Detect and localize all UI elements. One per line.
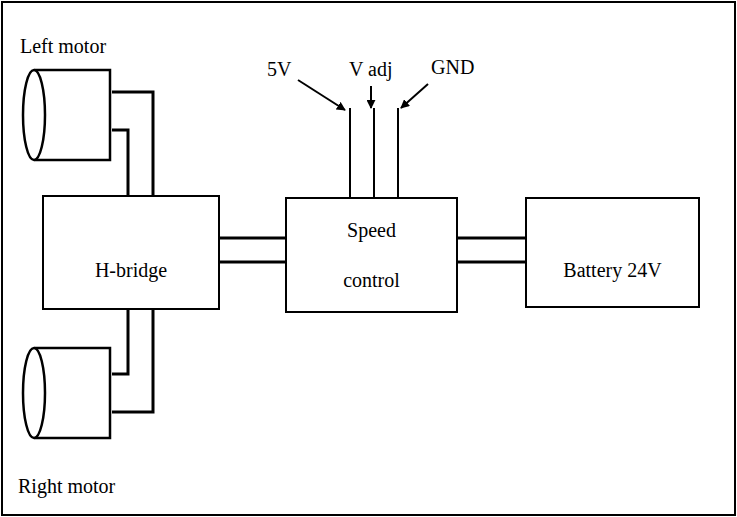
motor-symbol: Left motor — [22, 68, 112, 162]
label-wrap: 5V — [267, 57, 291, 81]
process-box: Battery 24V — [525, 197, 700, 308]
wire-connector — [112, 310, 128, 374]
signal-name: V adj — [349, 57, 393, 81]
signal-name: GND — [431, 55, 474, 79]
wire-connector — [458, 237, 525, 240]
box-label: Battery 24V — [563, 258, 661, 282]
motor-face — [23, 70, 45, 160]
motor-drawing — [22, 68, 112, 162]
motor-label: Left motor — [18, 34, 108, 58]
signal-wire — [397, 108, 399, 197]
box-label: H-bridge — [95, 258, 167, 282]
wire-connector — [112, 130, 128, 195]
signal-wire — [373, 108, 375, 197]
signal-arrow — [401, 84, 428, 108]
label-wrap: GND — [431, 55, 474, 79]
motor-symbol: Right motor — [22, 346, 112, 440]
process-box: Speed control — [285, 197, 458, 313]
box-label: Speed control — [343, 205, 400, 305]
wire-connector — [112, 310, 153, 412]
label-wrap: V adj — [349, 57, 393, 81]
signal-name: 5V — [267, 57, 291, 81]
motor-face — [23, 348, 45, 438]
motor-label: Right motor — [18, 474, 108, 498]
wire-connector — [112, 92, 153, 195]
signal-arrow — [298, 80, 345, 110]
process-box: H-bridge — [42, 195, 220, 310]
wire-connector — [220, 261, 285, 264]
wire-connector — [220, 237, 285, 240]
wire-connector — [458, 261, 525, 264]
motor-drawing — [22, 346, 112, 440]
signal-arrow — [370, 86, 372, 108]
signal-wire — [349, 108, 351, 197]
